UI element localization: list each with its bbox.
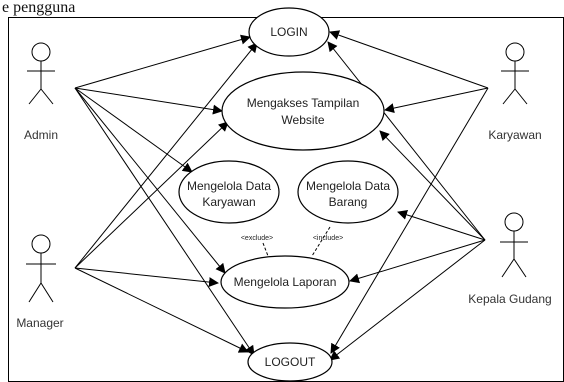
usecase-akses-website	[221, 71, 385, 151]
page-text-fragment: e pengguna	[2, 0, 76, 16]
usecase-laporan-label: Mengelola Laporan	[234, 275, 337, 289]
usecase-kelola-karyawan-label-2: Karyawan	[202, 195, 255, 209]
usecase-login	[248, 7, 330, 57]
actor-kepala-gudang-figure	[500, 212, 528, 278]
exclude-label: <exclude>	[241, 235, 273, 242]
actor-admin-label: Admin	[24, 128, 58, 142]
usecase-logout	[247, 342, 333, 382]
include-relation	[311, 226, 331, 257]
usecase-kelola-karyawan	[178, 160, 280, 224]
actor-kepala-gudang-label: Kepala Gudang	[468, 292, 551, 306]
usecase-kelola-barang-label-2: Barang	[329, 195, 368, 209]
usecase-kelola-laporan	[220, 255, 350, 309]
association-lines	[74, 30, 489, 361]
usecase-logout-label: LOGOUT	[265, 355, 316, 369]
usecase-akses-label-1: Mengakses Tampilan	[247, 96, 360, 110]
exclude-relation	[262, 242, 269, 257]
actor-manager-label: Manager	[16, 316, 63, 330]
usecase-kelola-barang-label-1: Mengelola Data	[306, 179, 390, 193]
usecase-kelola-barang	[297, 160, 399, 224]
actor-admin-figure	[27, 42, 55, 105]
actor-karyawan-label: Karyawan	[488, 128, 541, 142]
actor-karyawan-figure	[501, 42, 529, 105]
diagram-border	[8, 17, 564, 382]
include-label: <include>	[313, 235, 343, 242]
usecase-akses-label-2: Website	[281, 113, 324, 127]
actor-manager-figure	[26, 234, 56, 303]
usecase-login-label: LOGIN	[270, 25, 307, 39]
usecase-kelola-karyawan-label-1: Mengelola Data	[187, 179, 271, 193]
